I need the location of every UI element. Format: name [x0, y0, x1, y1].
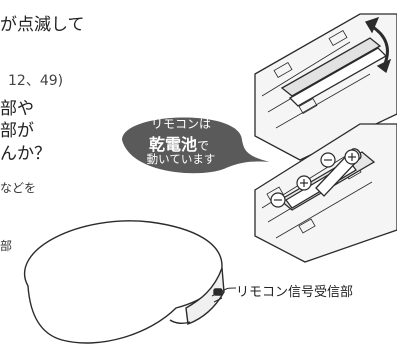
- receiver-leader-line: [221, 287, 237, 293]
- text-line-part-c: 部: [0, 239, 13, 253]
- text-line-question: んか？: [0, 144, 51, 164]
- text-line-part-a: 部や: [0, 99, 34, 119]
- text-line-blinking: が点滅して: [0, 15, 85, 35]
- bubble-text-dry-battery: 乾電池: [148, 135, 197, 154]
- bubble-text-line2: 乾電池で: [124, 131, 234, 155]
- speech-bubble: [122, 117, 270, 174]
- remote-signal-receiver-label: リモコン信号受信部: [236, 285, 354, 300]
- bubble-text-line3: 動いています: [146, 152, 216, 166]
- bubble-text-de: で: [197, 139, 210, 153]
- text-line-etc: などを: [0, 181, 37, 195]
- battery-polarity-symbols: [270, 149, 360, 208]
- text-line-page-ref: 12、49): [8, 73, 64, 89]
- toilet-seat-illustration: [24, 220, 225, 344]
- text-line-part-b: 部が: [0, 121, 34, 141]
- bubble-text-line1: リモコンは: [150, 117, 211, 131]
